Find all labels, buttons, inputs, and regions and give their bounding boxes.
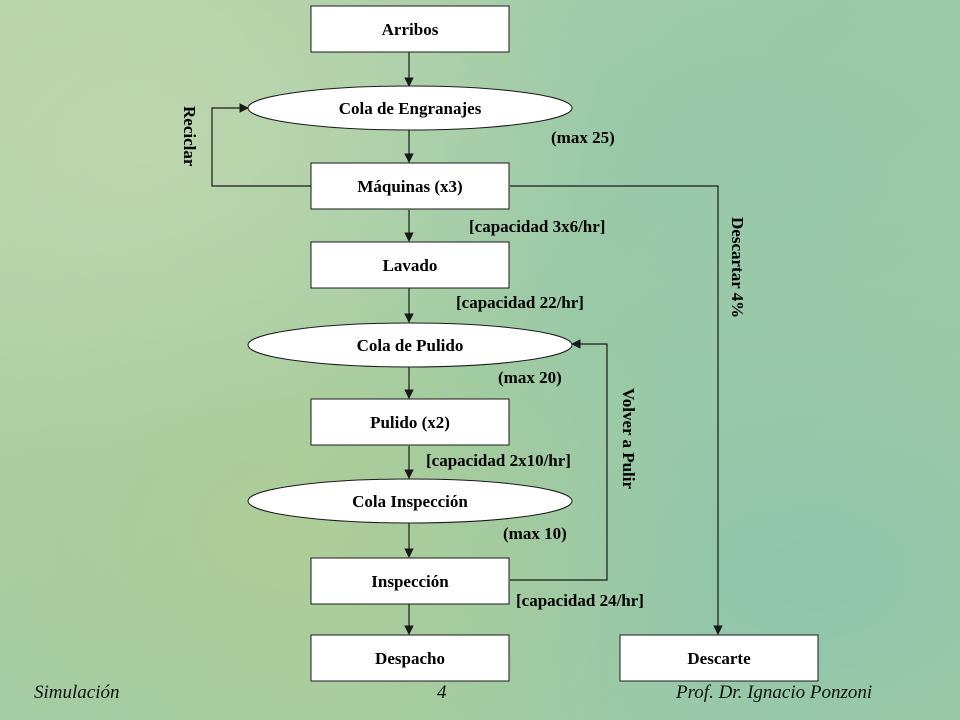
- label-descartar: Descartar 4%: [728, 217, 747, 318]
- label-max-20: (max 20): [498, 368, 562, 387]
- arrow-volver-a-pulir-loop: [510, 339, 608, 581]
- node-inspeccion-label: Inspección: [371, 572, 449, 591]
- label-capacidad-lavado: [capacidad 22/hr]: [456, 293, 584, 312]
- label-capacidad-pulido: [capacidad 2x10/hr]: [426, 451, 571, 470]
- label-reciclar: Reciclar: [180, 106, 199, 167]
- node-cola-pulido-label: Cola de Pulido: [357, 336, 464, 355]
- node-pulido: Pulido (x2): [310, 398, 510, 446]
- label-max-25: (max 25): [551, 128, 615, 147]
- node-arribos: Arribos: [310, 5, 510, 53]
- arrow-descartar-path: [510, 185, 723, 635]
- node-cola-pulido: Cola de Pulido: [247, 322, 573, 368]
- node-inspeccion: Inspección: [310, 557, 510, 605]
- node-cola-inspeccion-label: Cola Inspección: [352, 492, 468, 511]
- connectors: [211, 52, 723, 635]
- node-pulido-label: Pulido (x2): [370, 413, 450, 432]
- label-capacidad-maquinas: [capacidad 3x6/hr]: [469, 217, 605, 236]
- node-arribos-label: Arribos: [382, 20, 439, 39]
- footer-page-number: 4: [437, 682, 447, 703]
- node-cola-inspeccion: Cola Inspección: [247, 478, 573, 524]
- node-despacho-label: Despacho: [375, 649, 445, 668]
- node-maquinas-label: Máquinas (x3): [357, 177, 462, 196]
- node-lavado-label: Lavado: [383, 256, 438, 275]
- footer-author: Prof. Dr. Ignacio Ponzoni: [676, 682, 873, 703]
- arrow-reciclar-loop: [211, 103, 311, 187]
- node-descarte: Descarte: [619, 634, 819, 682]
- node-lavado: Lavado: [310, 241, 510, 289]
- label-capacidad-inspeccion: [capacidad 24/hr]: [516, 591, 644, 610]
- label-max-10: (max 10): [503, 524, 567, 543]
- label-volver-a-pulir: Volver a Pulir: [619, 388, 638, 490]
- node-despacho: Despacho: [310, 634, 510, 682]
- node-cola-engranajes: Cola de Engranajes: [247, 85, 573, 131]
- node-maquinas: Máquinas (x3): [310, 162, 510, 210]
- node-cola-engranajes-label: Cola de Engranajes: [339, 99, 482, 118]
- footer-course: Simulación: [34, 682, 120, 703]
- node-descarte-label: Descarte: [687, 649, 751, 668]
